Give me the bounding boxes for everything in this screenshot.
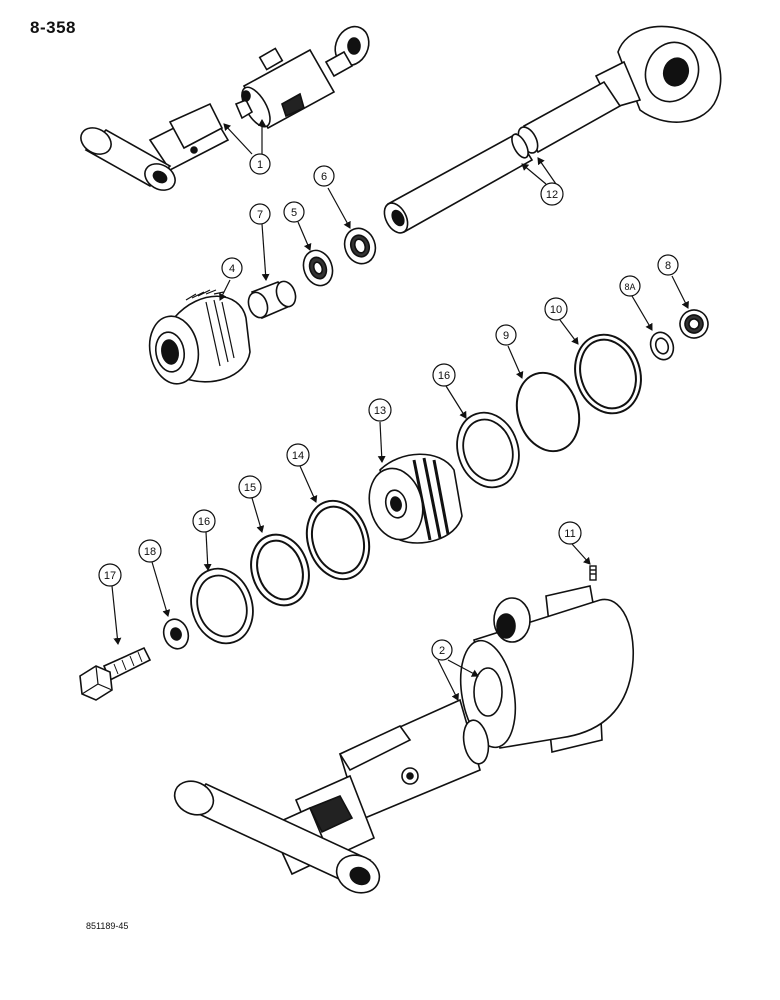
lock-nut <box>679 309 709 339</box>
callout-label-10: 10 <box>550 304 562 316</box>
callout-13 <box>368 398 392 422</box>
piston-seal <box>305 499 371 581</box>
callout-labels: 1 12 6 5 7 4 8 8A 10 9 16 13 14 15 16 18… <box>104 159 671 657</box>
callout-label-8a: 8A <box>624 282 635 292</box>
callout-label-7: 7 <box>257 209 263 221</box>
callout-label-8: 8 <box>665 260 671 272</box>
callout-label-2: 2 <box>439 645 445 657</box>
cylinder-head <box>148 289 251 385</box>
callout-label-6: 6 <box>321 171 327 183</box>
callout-9 <box>495 324 517 346</box>
callout-leaders <box>111 119 689 701</box>
callout-4 <box>221 257 243 279</box>
callout-16-lower <box>192 509 216 533</box>
callout-label-12: 12 <box>546 189 558 201</box>
piston-rod <box>383 25 722 234</box>
callout-18 <box>138 539 162 563</box>
callout-17 <box>98 563 122 587</box>
callout-label-16-upper: 16 <box>438 370 450 382</box>
callout-label-16-lower: 16 <box>198 516 210 528</box>
callout-12 <box>540 182 564 206</box>
bushing <box>247 280 297 320</box>
wear-ring-lower <box>190 567 254 645</box>
assembled-cylinder-small <box>80 25 370 191</box>
callout-label-13: 13 <box>374 405 386 417</box>
callout-label-17: 17 <box>104 570 116 582</box>
o-ring <box>515 371 581 453</box>
page-number: 8-358 <box>30 18 76 37</box>
rod-seal <box>302 249 334 287</box>
callout-label-11: 11 <box>564 528 575 540</box>
rod-wiper <box>343 227 377 265</box>
piston <box>368 453 463 544</box>
figure-code: 851189-45 <box>86 921 129 931</box>
callout-label-18: 18 <box>144 546 156 558</box>
callout-1 <box>249 153 271 175</box>
cylinder-barrel <box>173 585 634 894</box>
callout-circles <box>98 153 679 661</box>
backup-ring <box>574 333 642 415</box>
callout-label-15: 15 <box>244 482 256 494</box>
callout-label-5: 5 <box>291 207 297 219</box>
callout-6 <box>313 165 335 187</box>
callout-14 <box>286 443 310 467</box>
callout-5 <box>283 201 305 223</box>
callout-15 <box>238 475 262 499</box>
washer <box>162 618 190 650</box>
callout-label-14: 14 <box>292 450 304 462</box>
callout-16-upper <box>432 363 456 387</box>
callout-7 <box>249 203 271 225</box>
piston-bolt <box>79 646 152 701</box>
backup-washer-8a <box>649 331 675 361</box>
callout-2 <box>431 639 453 661</box>
callout-8 <box>657 254 679 276</box>
callout-label-4: 4 <box>229 263 235 275</box>
callout-8a <box>619 275 641 297</box>
callout-10 <box>544 297 568 321</box>
callout-11 <box>558 521 582 545</box>
callout-label-9: 9 <box>503 330 509 342</box>
expander-ring <box>250 533 310 607</box>
callout-label-1: 1 <box>257 159 263 171</box>
wear-ring-upper <box>456 411 520 489</box>
set-screw <box>589 565 597 581</box>
